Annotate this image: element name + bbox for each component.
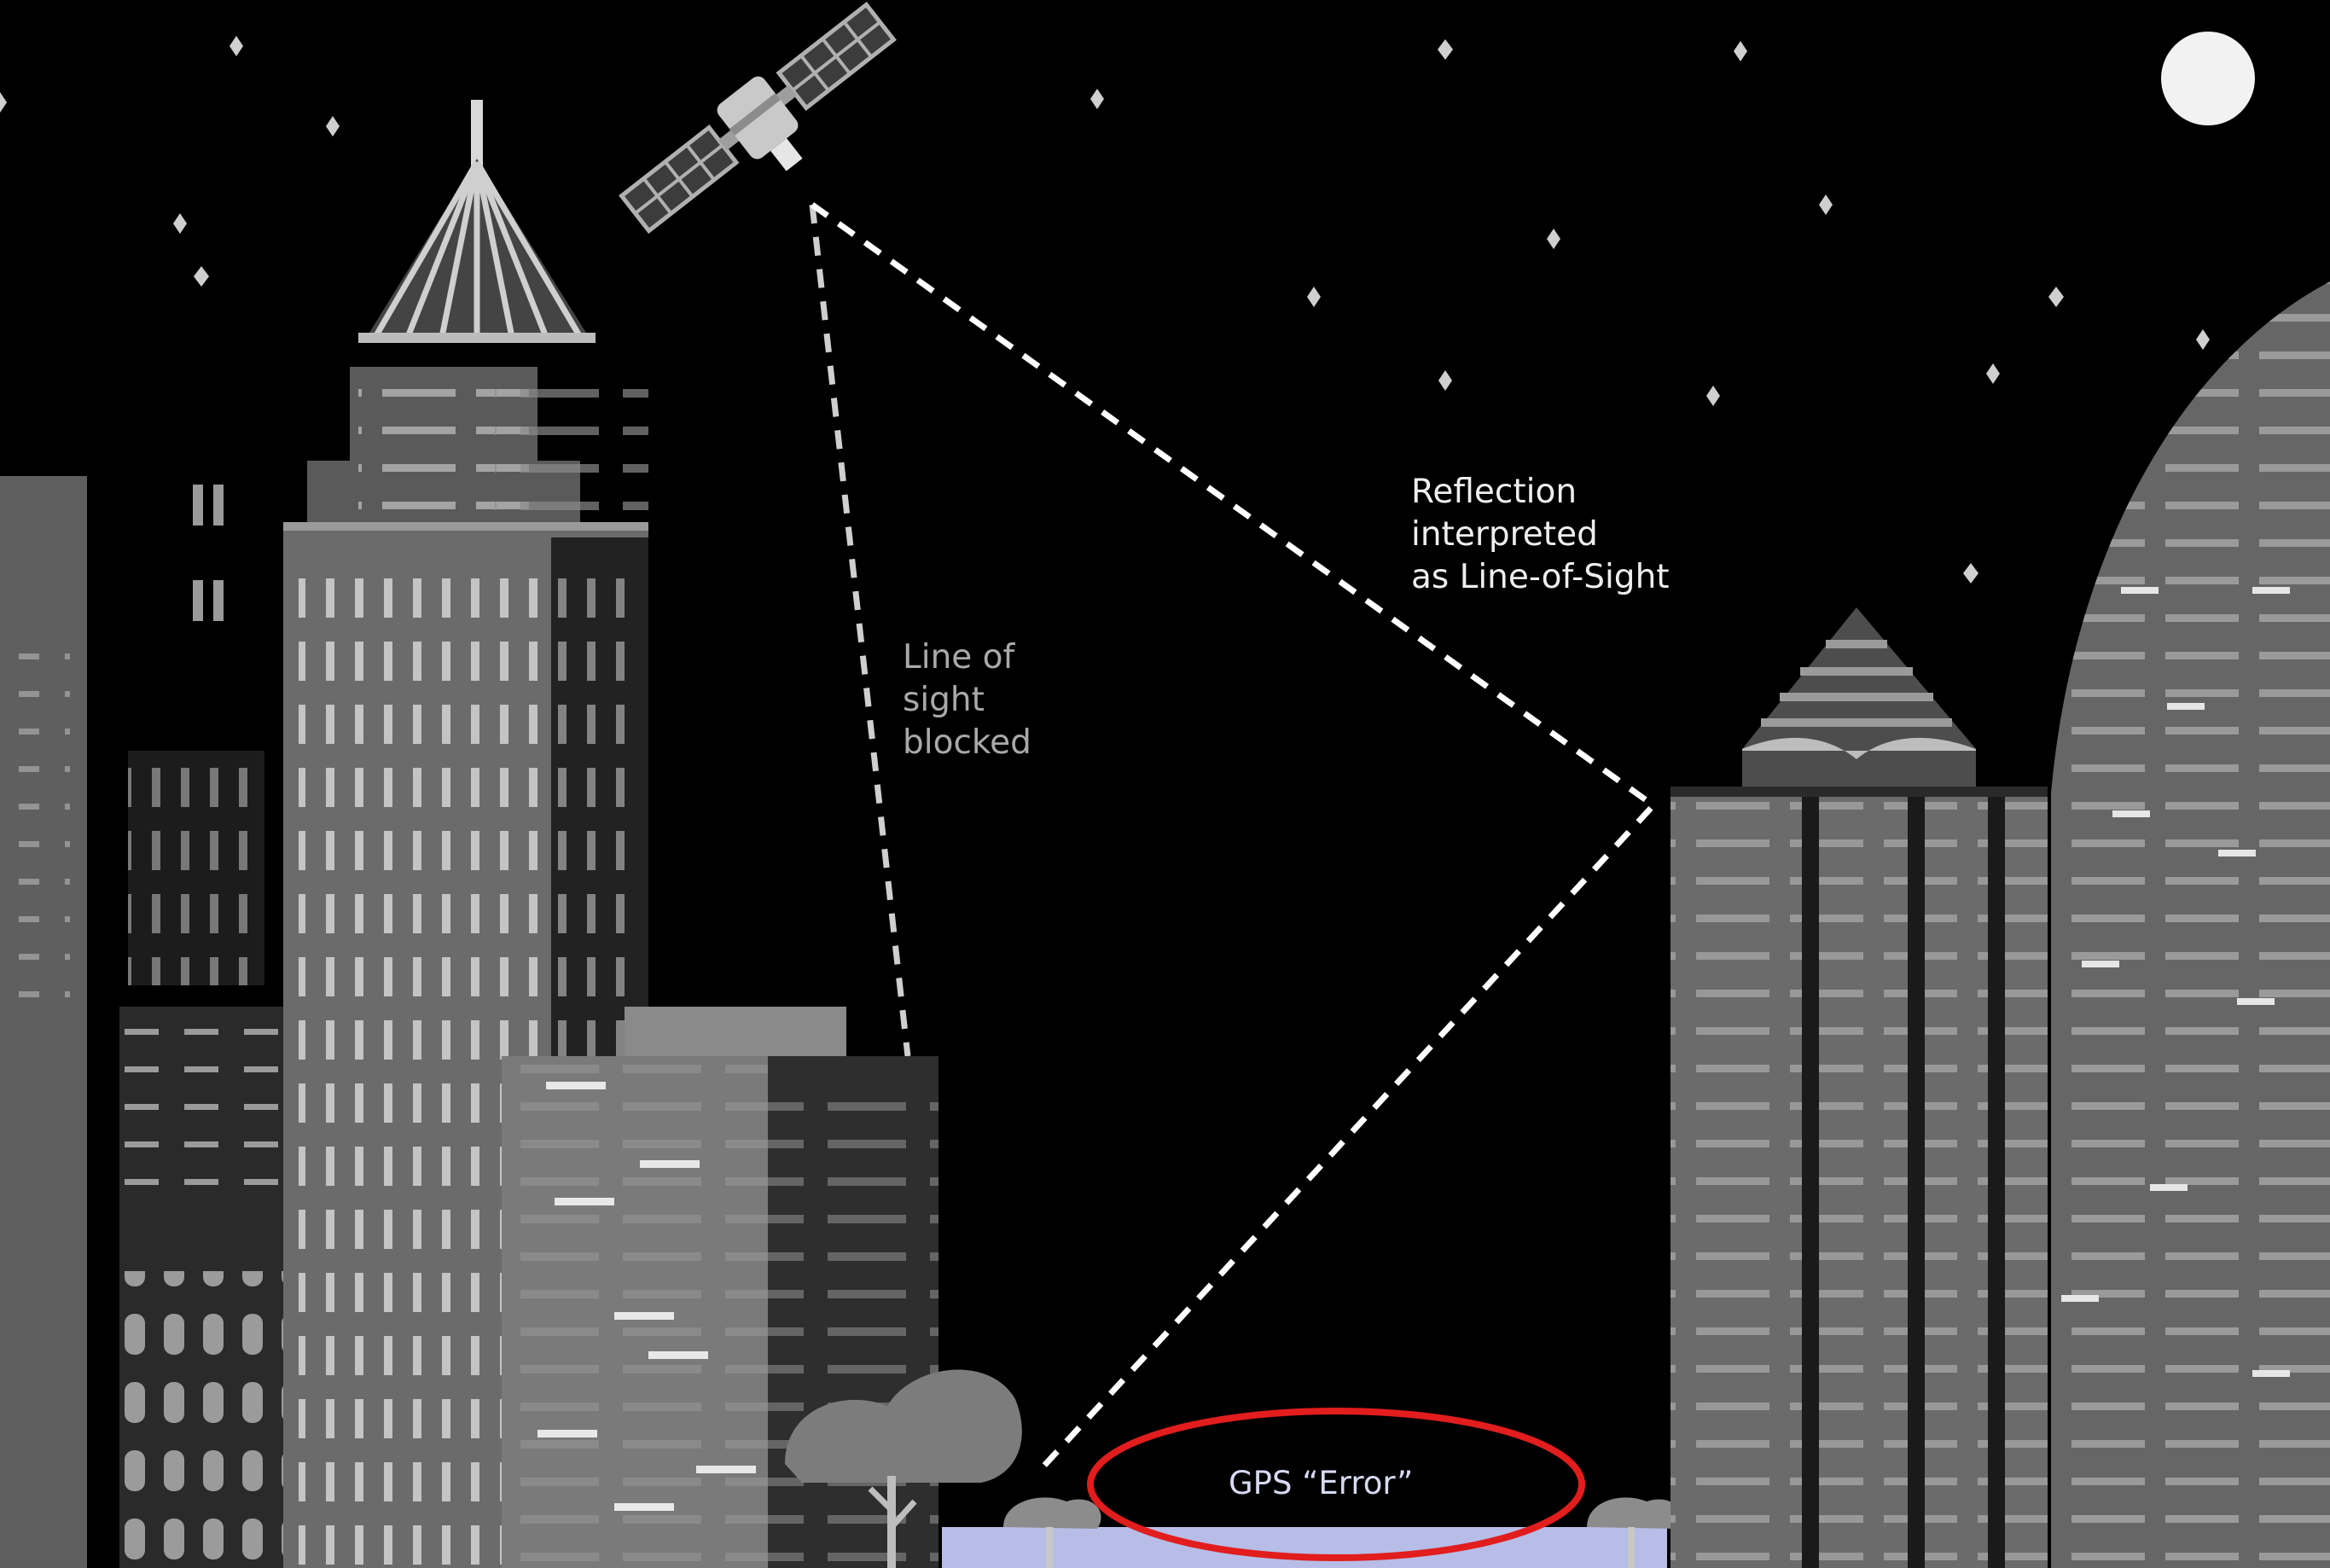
left-edge-building [0, 476, 87, 1568]
moon-icon [2161, 32, 2255, 125]
line-of-sight-blocked-label: Line of sight blocked [903, 636, 1031, 764]
gps-error-label: GPS “Error” [1229, 1462, 1413, 1505]
reflection-label: Reflection interpreted as Line-of-Sight [1411, 471, 1670, 599]
mid-low-building [502, 1007, 938, 1568]
